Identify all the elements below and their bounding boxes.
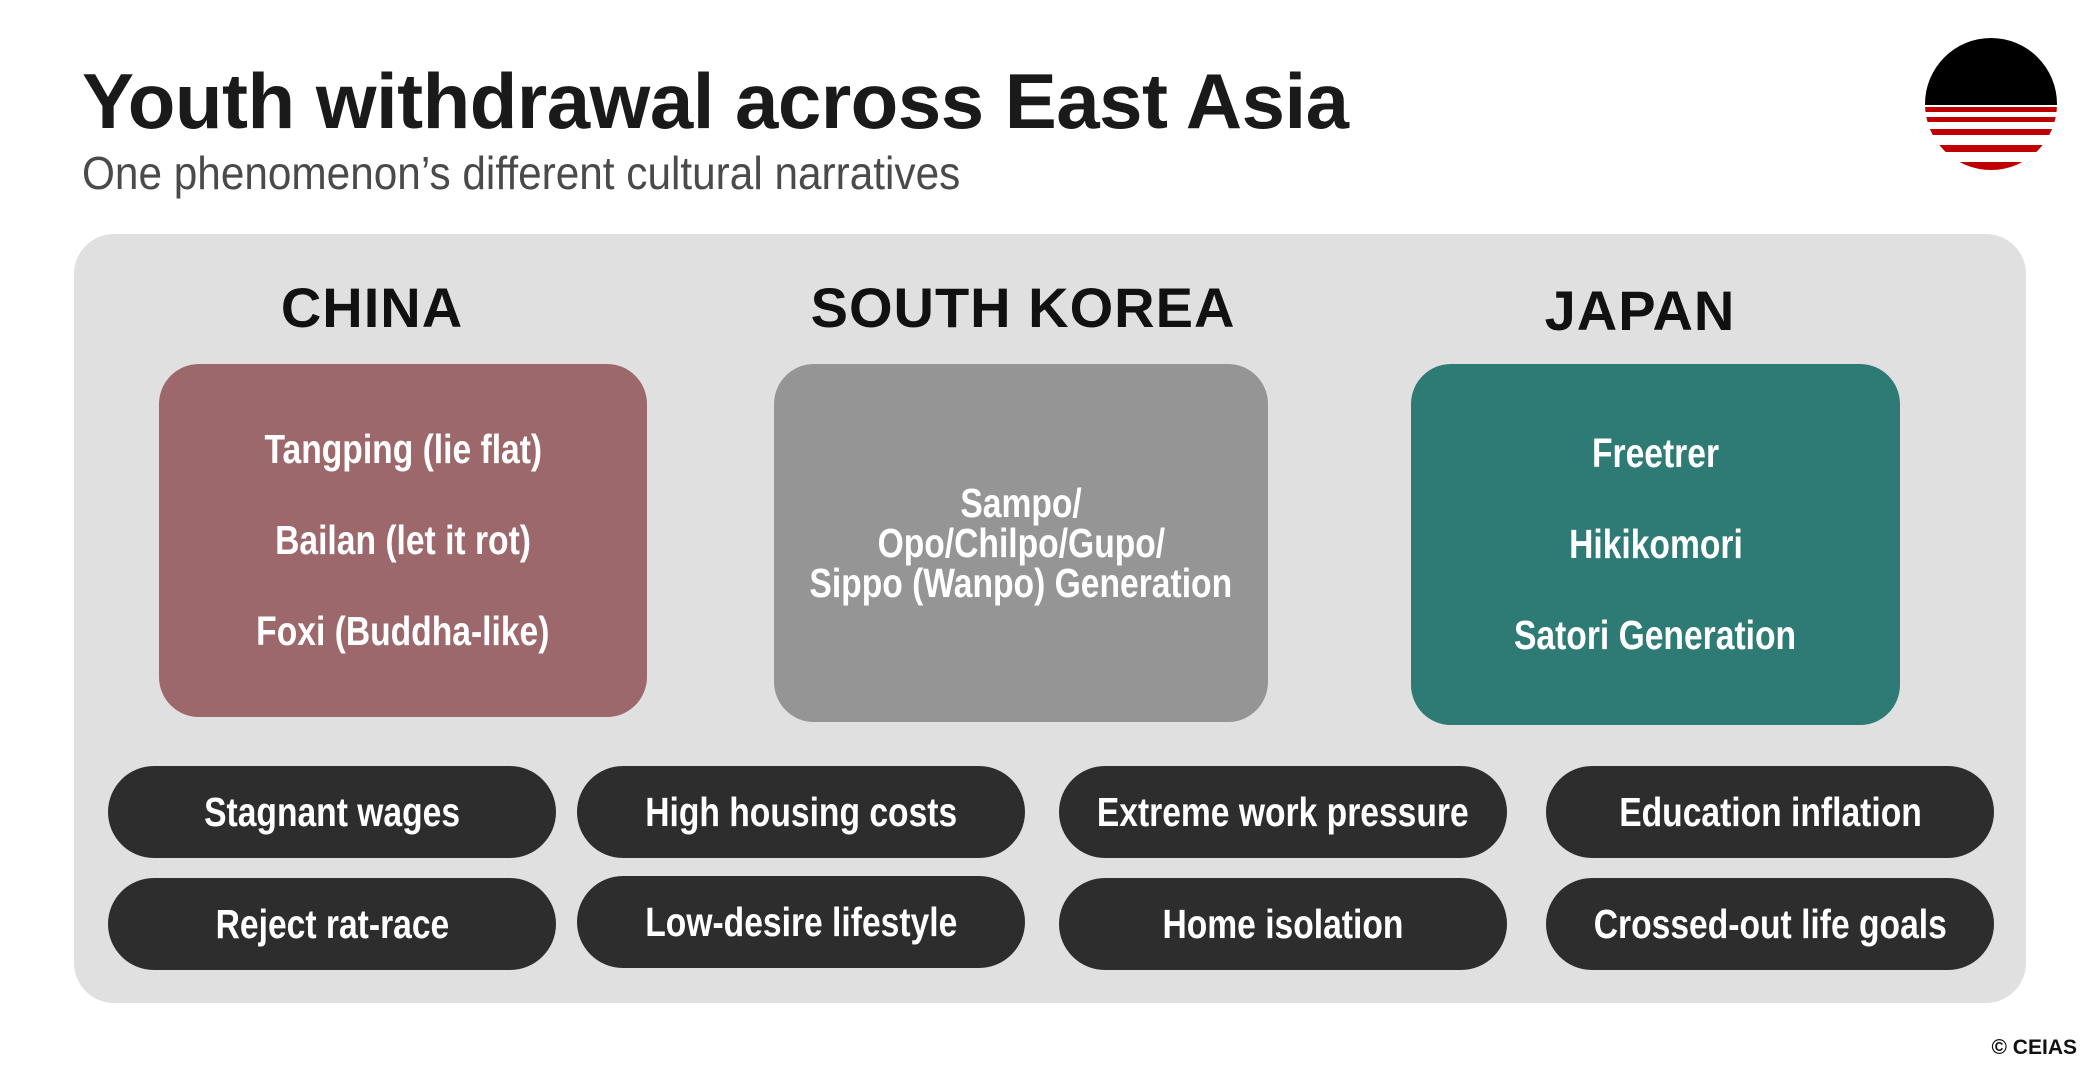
ceias-logo-icon — [1925, 38, 2057, 170]
factor-pill: Education inflation — [1546, 766, 1994, 858]
factor-label: Extreme work pressure — [1097, 788, 1469, 835]
header-china: CHINA — [280, 276, 464, 339]
header-japan: JAPAN — [1544, 279, 1736, 342]
factor-label: Low-desire lifestyle — [644, 898, 958, 945]
page-subtitle: One phenomenon’s different cultural narr… — [82, 147, 961, 199]
term: Opo/Chilpo/Gupo/ — [877, 520, 1165, 566]
factor-label: Education inflation — [1618, 788, 1922, 835]
term: Hikikomori — [1568, 521, 1743, 567]
china-terms-box: Tangping (lie flat) Bailan (let it rot) … — [159, 364, 647, 717]
term: Sampo/ — [960, 480, 1082, 526]
factor-label: High housing costs — [645, 788, 957, 835]
header-south-korea: SOUTH KOREA — [810, 276, 1236, 339]
factor-label: Stagnant wages — [204, 788, 460, 835]
japan-terms-box: Freetrer Hikikomori Satori Generation — [1411, 364, 1900, 725]
factor-label: Home isolation — [1162, 900, 1404, 947]
factor-pill: High housing costs — [577, 766, 1025, 858]
term: Tangping (lie flat) — [264, 426, 542, 472]
factor-pill: Extreme work pressure — [1059, 766, 1507, 858]
south-korea-terms-box: Sampo/ Opo/Chilpo/Gupo/ Sippo (Wanpo) Ge… — [774, 364, 1268, 722]
page-title: Youth withdrawal across East Asia — [82, 57, 1349, 145]
factor-pill: Reject rat-race — [108, 878, 556, 970]
copyright-notice: © CEIAS — [1991, 1036, 2078, 1059]
factor-pill: Stagnant wages — [108, 766, 556, 858]
term: Satori Generation — [1514, 612, 1797, 658]
term: Bailan (let it rot) — [275, 517, 531, 563]
factor-label: Reject rat-race — [215, 900, 449, 947]
term: Foxi (Buddha-like) — [256, 608, 550, 654]
factor-pill: Crossed-out life goals — [1546, 878, 1994, 970]
term: Sippo (Wanpo) Generation — [809, 560, 1233, 606]
factor-pill: Low-desire lifestyle — [577, 876, 1025, 968]
factor-label: Crossed-out life goals — [1593, 900, 1947, 947]
term: Freetrer — [1591, 430, 1720, 476]
factor-pill: Home isolation — [1059, 878, 1507, 970]
